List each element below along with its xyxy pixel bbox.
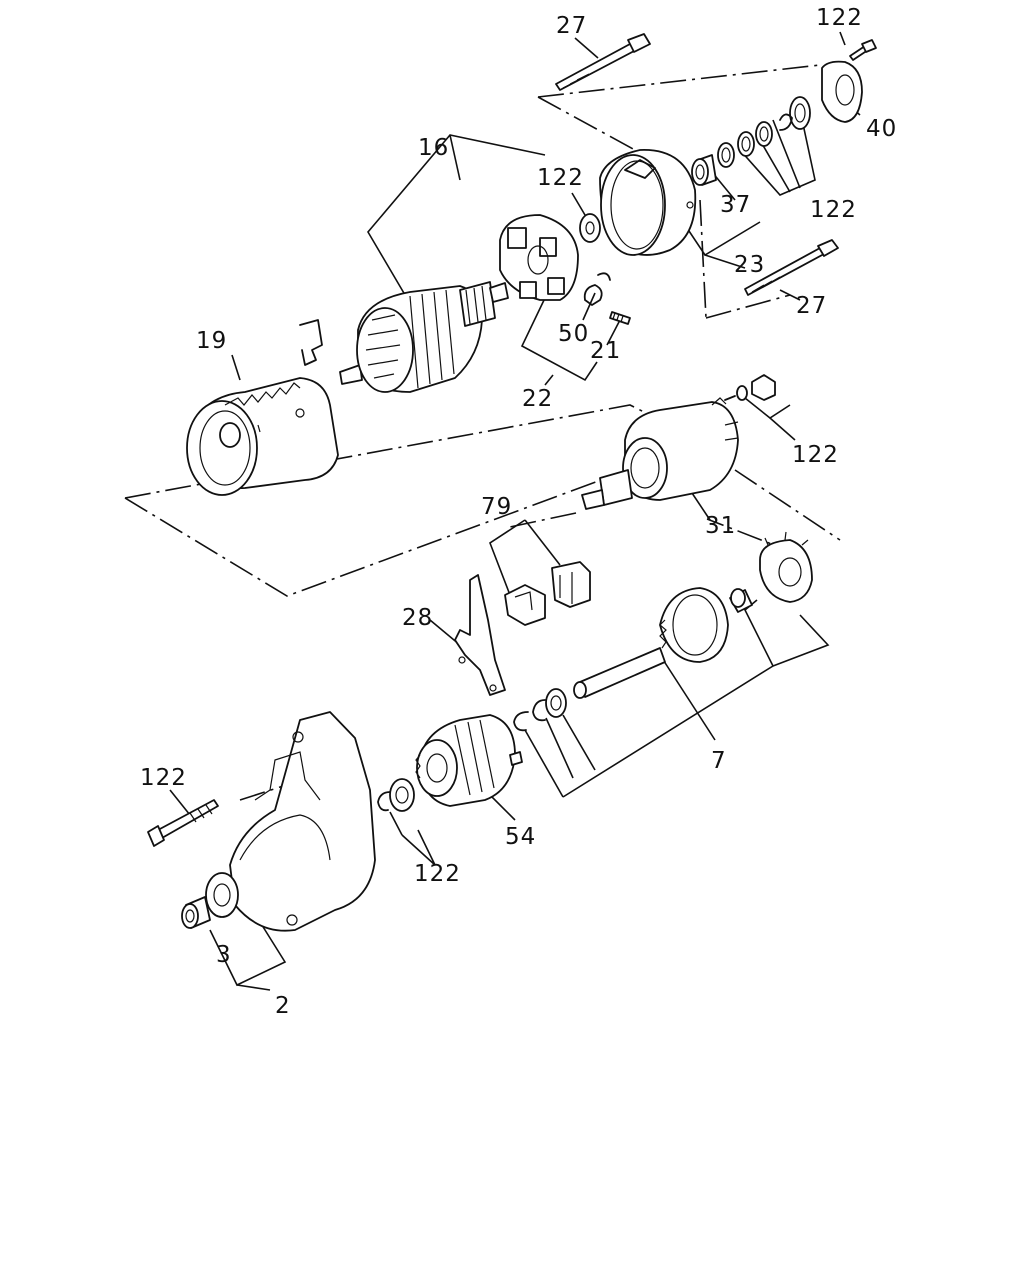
callout-122-snap-ring: 122: [414, 861, 461, 887]
washer-stack-122: [717, 96, 811, 168]
bushing-37: [691, 154, 717, 186]
nut-washer-122: [724, 374, 776, 401]
callout-122-washers: 122: [810, 197, 857, 223]
callout-122-nut: 122: [792, 442, 839, 468]
drive-shaft-7: [573, 587, 753, 699]
bolt-122-top-right: [849, 39, 877, 61]
drive-housing-2: [205, 711, 376, 932]
callout-28-shift-lever: 28: [402, 605, 433, 631]
callout-27-top-bolt: 27: [556, 13, 587, 39]
callout-23-end-cover: 23: [734, 252, 765, 278]
callout-27-right-bolt: 27: [796, 293, 827, 319]
armature-16: [339, 281, 509, 393]
washer-122-brushplate: [579, 213, 601, 243]
bolt-122-left: [147, 799, 219, 847]
callout-54-pinion: 54: [505, 824, 536, 850]
callout-31-solenoid: 31: [705, 513, 736, 539]
bearing-122-ring: [377, 778, 415, 812]
drive-end-bracket: [759, 531, 813, 603]
callout-2-drive-housing: 2: [275, 993, 291, 1019]
brush-holder-22: [499, 214, 579, 301]
shift-lever-28: [454, 574, 506, 696]
callout-labels: 27 122 40 16 122 37 122 23 27 19 50 21 2…: [140, 5, 897, 1019]
yoke-housing-19: [186, 319, 339, 496]
bolt-27-top: [555, 33, 651, 91]
callout-37-bushing: 37: [720, 192, 751, 218]
thrust-washers: [513, 688, 567, 732]
callout-79-contacts: 79: [481, 494, 512, 520]
callout-7-drive-shaft: 7: [711, 748, 727, 774]
callout-40-end-plate: 40: [866, 116, 897, 142]
callout-21-stud: 21: [590, 338, 621, 364]
callout-3-bushing: 3: [216, 942, 232, 968]
spring-50: [583, 272, 611, 306]
callout-122-left-bolt: 122: [140, 765, 187, 791]
solenoid-31: [581, 397, 739, 510]
callout-16-armature: 16: [418, 135, 449, 161]
callout-122-brushplate-washer: 122: [537, 165, 584, 191]
callout-50-spring: 50: [558, 321, 589, 347]
callout-22-brush-holder: 22: [522, 386, 553, 412]
bolt-27-right: [744, 239, 839, 296]
bushing-3: [181, 896, 211, 929]
contact-set-79: [504, 561, 591, 626]
callout-122-top-right-bolt: 122: [816, 5, 863, 31]
end-cover-23: [599, 149, 697, 256]
stud-21: [609, 311, 631, 325]
leader-lines: [169, 31, 861, 991]
end-plate-40: [821, 60, 863, 123]
pinion-clutch-54: [415, 714, 523, 807]
callout-19-housing: 19: [196, 328, 227, 354]
